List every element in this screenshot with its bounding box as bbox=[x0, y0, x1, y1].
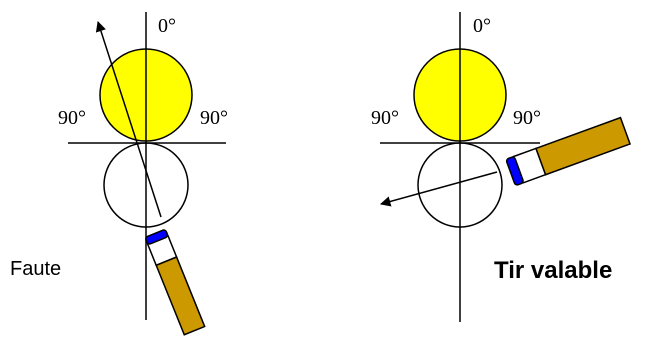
cue-stick-left bbox=[145, 229, 206, 336]
angle-label-top-right: 0° bbox=[473, 15, 491, 37]
angle-label-top-left: 0° bbox=[158, 15, 176, 37]
cue-shaft-left bbox=[155, 255, 206, 336]
caption-tir-valable: Tir valable bbox=[494, 257, 612, 284]
cue-tip-right bbox=[505, 156, 524, 186]
shot-arrow-right bbox=[379, 171, 498, 207]
cue-stick-right bbox=[505, 116, 632, 186]
right-diagram: 0° 90° 90° Tir valable bbox=[371, 12, 632, 322]
cue-shaft-right bbox=[534, 116, 632, 176]
shot-arrow-left bbox=[95, 21, 162, 218]
cue-tip-left bbox=[145, 229, 169, 245]
caption-faute: Faute bbox=[10, 258, 61, 280]
left-diagram: 0° 90° 90° Faute bbox=[10, 12, 228, 336]
angle-label-right-right: 90° bbox=[513, 107, 541, 129]
angle-label-left-left: 90° bbox=[58, 107, 86, 129]
angle-label-right-left: 90° bbox=[200, 107, 228, 129]
angle-label-left-right: 90° bbox=[371, 107, 399, 129]
